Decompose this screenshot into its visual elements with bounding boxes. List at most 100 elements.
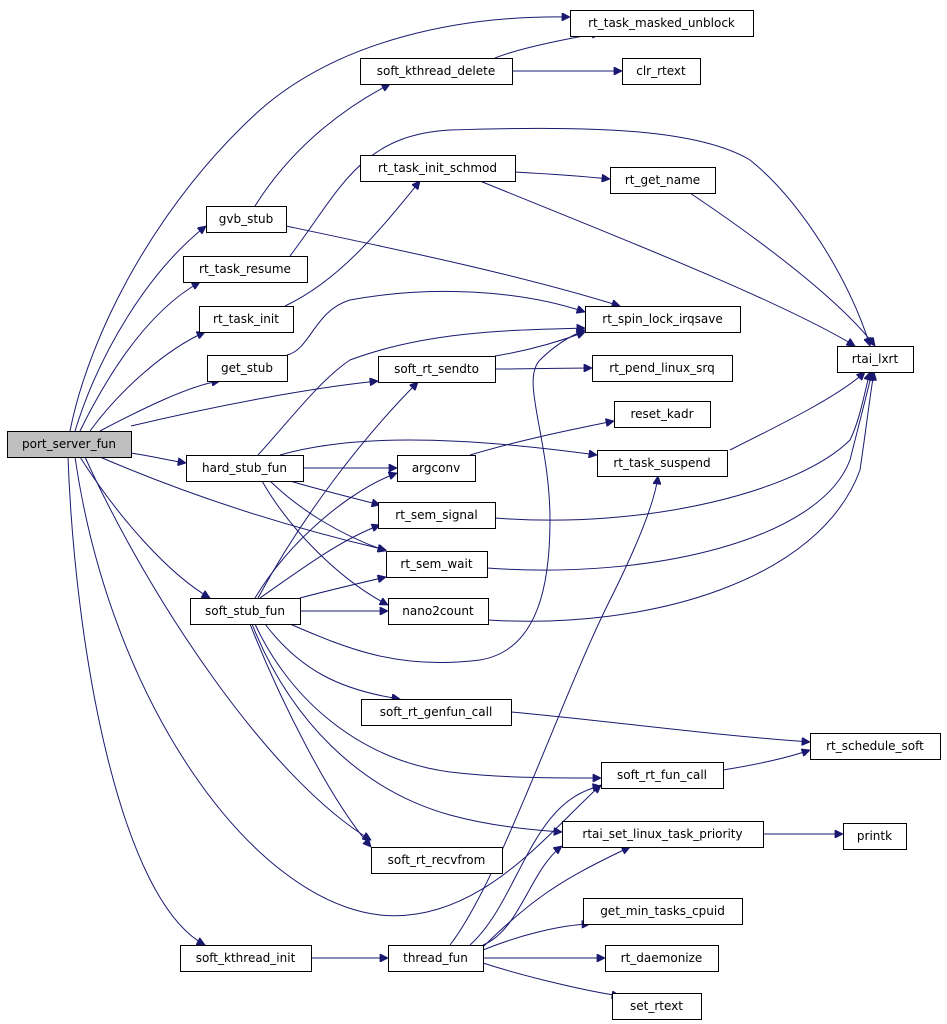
node-soft-kthread-delete[interactable]: soft_kthread_delete xyxy=(360,58,513,85)
node-box xyxy=(810,733,941,760)
edge-port_server_fun-to-rt_task_masked_unblock xyxy=(69,17,570,432)
node-box xyxy=(612,993,702,1020)
node-rt-pend-linux-srq[interactable]: rt_pend_linux_srq xyxy=(592,355,733,382)
edge-rt_task_suspend-to-rtai_lxrt xyxy=(729,372,865,451)
edge-line xyxy=(289,127,870,346)
node-rt-task-init-schmod[interactable]: rt_task_init_schmod xyxy=(360,155,516,182)
node-box xyxy=(614,401,711,428)
node-box xyxy=(585,306,741,333)
edge-thread_fun-to-rt_task_suspend xyxy=(449,476,658,946)
node-get-min-tasks-cpuid[interactable]: get_min_tasks_cpuid xyxy=(583,898,743,925)
edge-hard_stub_fun-to-rt_sem_signal xyxy=(289,480,380,505)
node-rt-spin-lock-irqsave[interactable]: rt_spin_lock_irqsave xyxy=(585,306,741,333)
node-set-rtext[interactable]: set_rtext xyxy=(612,993,702,1020)
node-box xyxy=(583,898,743,925)
node-label: soft_rt_genfun_call xyxy=(380,705,493,719)
edge-line xyxy=(257,328,585,456)
edge-rt_get_name-to-rtai_lxrt xyxy=(689,192,875,346)
edge-line xyxy=(689,192,875,346)
edge-rt_sem_signal-to-rtai_lxrt xyxy=(494,372,870,521)
node-box xyxy=(843,823,907,850)
node-label: rt_sem_wait xyxy=(400,557,472,571)
edge-argconv-to-reset_kadr xyxy=(469,421,614,456)
edge-thread_fun-to-set_rtext xyxy=(482,962,620,996)
node-label: hard_stub_fun xyxy=(202,461,287,475)
node-rt-task-resume[interactable]: rt_task_resume xyxy=(183,256,308,283)
node-printk[interactable]: printk xyxy=(843,823,907,850)
edge-soft_stub_fun-to-soft_rt_recvfrom xyxy=(249,623,371,847)
edge-line xyxy=(494,372,870,521)
edge-line xyxy=(269,480,386,551)
node-label: get_min_tasks_cpuid xyxy=(600,904,725,918)
edge-line xyxy=(249,623,371,847)
node-soft-stub-fun[interactable]: soft_stub_fun xyxy=(190,598,301,625)
edge-line xyxy=(284,181,420,307)
edge-thread_fun-to-rt_task_init_schmod xyxy=(479,847,630,951)
node-soft-kthread-init[interactable]: soft_kthread_init xyxy=(180,945,312,972)
edge-line xyxy=(285,225,620,306)
node-label: printk xyxy=(857,829,892,843)
node-label: nano2count xyxy=(402,604,474,618)
node-label: rt_pend_linux_srq xyxy=(609,361,714,375)
node-rtai-set-linux-task-priority[interactable]: rtai_set_linux_task_priority xyxy=(562,821,764,848)
edge-line xyxy=(469,421,614,456)
node-soft-rt-sendto[interactable]: soft_rt_sendto xyxy=(378,356,496,383)
node-box xyxy=(378,502,496,529)
node-soft-rt-recvfrom[interactable]: soft_rt_recvfrom xyxy=(371,847,503,874)
node-reset-kadr[interactable]: reset_kadr xyxy=(614,401,711,428)
edge-rt_task_init-to-rt_task_init_schmod xyxy=(284,181,420,307)
node-rt-schedule-soft[interactable]: rt_schedule_soft xyxy=(810,733,941,760)
node-box xyxy=(183,256,308,283)
edge-line xyxy=(74,456,601,917)
edge-line xyxy=(299,577,386,599)
node-box xyxy=(597,450,728,477)
node-label: soft_stub_fun xyxy=(205,604,285,618)
node-soft-rt-fun-call[interactable]: soft_rt_fun_call xyxy=(601,762,724,789)
edge-get_stub-to-rt_spin_lock_irqsave xyxy=(286,290,585,356)
node-thread-fun[interactable]: thread_fun xyxy=(388,945,484,972)
node-rt-get-name[interactable]: rt_get_name xyxy=(610,167,716,194)
edge-line xyxy=(69,17,570,432)
node-box xyxy=(388,945,484,972)
edge-line xyxy=(482,846,562,946)
edge-line xyxy=(130,452,186,463)
node-clr-rtext[interactable]: clr_rtext xyxy=(622,58,701,85)
edge-line xyxy=(257,382,418,599)
node-rt-sem-signal[interactable]: rt_sem_signal xyxy=(378,502,496,529)
edge-hard_stub_fun-to-rt_task_suspend xyxy=(279,439,597,455)
edge-line xyxy=(79,456,210,598)
node-rt-task-init[interactable]: rt_task_init xyxy=(199,306,294,333)
node-box xyxy=(592,355,733,382)
node-box xyxy=(397,455,476,482)
node-rtai-lxrt[interactable]: rtai_lxrt xyxy=(837,346,914,373)
edge-rt_task_resume-to-rtai_lxrt xyxy=(289,127,870,346)
edge-line xyxy=(67,456,205,946)
node-rt-task-suspend[interactable]: rt_task_suspend xyxy=(597,450,728,477)
edge-line xyxy=(251,623,562,832)
edge-line xyxy=(469,786,601,946)
node-box xyxy=(371,847,503,874)
node-port-server-fun[interactable]: port_server_fun xyxy=(7,431,132,458)
node-argconv[interactable]: argconv xyxy=(397,455,476,482)
node-hard-stub-fun[interactable]: hard_stub_fun xyxy=(186,455,304,482)
edge-line xyxy=(449,476,658,946)
node-rt-task-masked-unblock[interactable]: rt_task_masked_unblock xyxy=(570,10,754,37)
edge-port_server_fun-to-soft_kthread_init xyxy=(67,456,205,946)
edge-thread_fun-to-get_min_tasks_cpuid xyxy=(482,924,590,951)
node-get-stub[interactable]: get_stub xyxy=(207,355,288,382)
node-rt-daemonize[interactable]: rt_daemonize xyxy=(605,945,719,972)
node-box xyxy=(622,58,701,85)
node-box xyxy=(360,58,513,85)
node-rt-sem-wait[interactable]: rt_sem_wait xyxy=(386,551,488,578)
edge-line xyxy=(286,290,585,356)
node-nano2count[interactable]: nano2count xyxy=(388,598,489,625)
node-label: soft_rt_fun_call xyxy=(617,768,707,782)
node-soft-rt-genfun-call[interactable]: soft_rt_genfun_call xyxy=(361,699,512,726)
edge-soft_stub_fun-to-rt_sem_wait xyxy=(299,577,386,599)
edge-port_server_fun-to-rt_task_init xyxy=(89,332,205,432)
edge-hard_stub_fun-to-rt_sem_wait xyxy=(269,480,386,551)
node-label: rt_schedule_soft xyxy=(826,739,924,753)
node-label: gvb_stub xyxy=(219,212,274,226)
node-gvb-stub[interactable]: gvb_stub xyxy=(206,206,287,233)
edge-line xyxy=(487,372,874,622)
